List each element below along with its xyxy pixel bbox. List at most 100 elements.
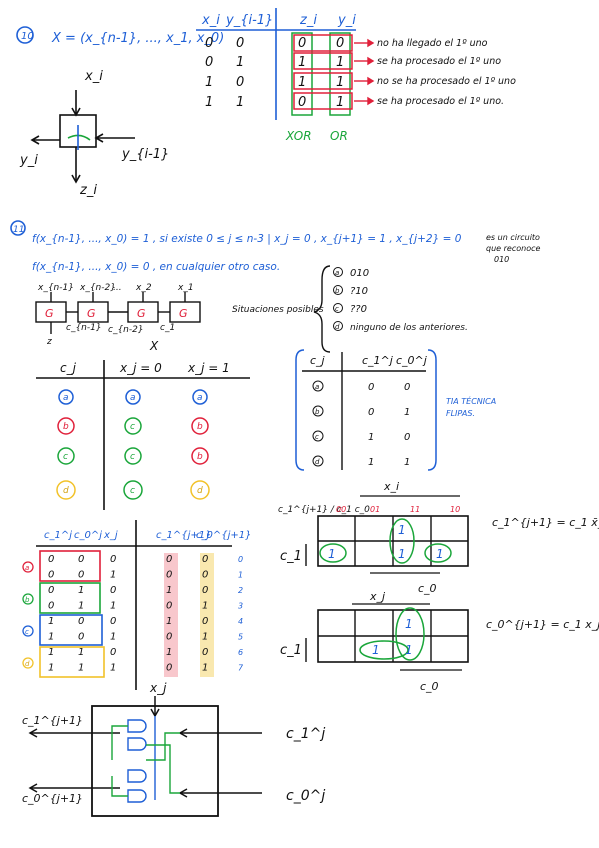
row-note: no ha llegado el 1º uno [377,38,488,49]
truth-cell: 0 [202,616,208,627]
cell: 1 [236,95,244,110]
truth-cell: 1 [78,585,84,596]
truth-cell: 0 [202,570,208,581]
cell-g: G [45,307,54,320]
chain-x-label: x_2 [135,283,152,293]
truth-cell: 0 [166,601,172,612]
kmap-c0: x_j 1 1 1 c_1 c_0 c_0^{j+1} = c_1 x_j + … [280,590,599,693]
tt-cell: a [130,393,136,403]
kmap-cell: 1 [398,523,406,537]
tt-cell: c [130,422,135,432]
tt-header: x_j = 0 [119,361,162,375]
state-code-table: c_j c_1^j c_0^j a 0 0 b 0 1 c 1 0 d 1 1 … [295,349,496,471]
kmap-top-var: x_i [383,480,399,493]
ct-cell: 1 [404,407,410,418]
kmap-cell: 1 [405,617,413,631]
tr-header: x_j [103,530,118,541]
circuit-output-c0: c_0^{j+1} [22,792,83,805]
truth-row-index: 4 [238,617,243,626]
xor-label: XOR [285,129,312,143]
kmap-row-var: c_1 [280,643,302,658]
kmap-equation: c_1^{j+1} = c_1 x̄_i + c_0 x̄_i [492,516,599,529]
th-yi-1: y_{i-1} [225,13,273,28]
kmap-bottom-var: c_0 [418,582,437,595]
truth-cell: 0 [166,632,172,643]
truth-row-index: 2 [238,586,243,595]
tr-header: c_1^{j+1} [156,530,211,541]
cell: 0 [205,36,213,51]
truth-row-index: 1 [238,571,243,580]
ct-cell: c [315,433,319,441]
transition-table: X c_j x_j = 0 x_j = 1 a a a b c b c c b … [36,339,250,510]
truth-cell: 0 [48,570,54,581]
circuit-input-c0: c_0^j [286,788,325,804]
ct-cell: 0 [368,407,374,418]
truth-cell: 0 [110,647,116,658]
cell-chain-diagram: G G G G x_{n-1} x_{n-2} ... x_2 x_1 z c_… [35,283,201,347]
truth-cell: 0 [78,554,84,565]
ct-header: c_1^j [362,354,394,367]
situation-id: c [335,305,339,313]
row-note: no se ha procesado el 1º uno [377,76,516,87]
truth-cell: 1 [110,570,116,581]
ct-cell: 1 [404,457,410,468]
truth-cell: 1 [48,647,54,658]
exercise-number-11: 11 [13,225,24,235]
truth-cell: 0 [78,570,84,581]
truth-cell: 0 [166,663,172,674]
kmap-cell: 1 [405,643,413,657]
tt-cell: a [197,393,203,403]
tt-cell: a [63,393,69,403]
truth-cell: 1 [202,663,208,674]
cell: 0 [236,36,244,51]
tr-header: c_0^j [74,530,102,541]
truth-cell: 0 [202,647,208,658]
situation-id: a [335,269,339,277]
cell: 1 [298,55,306,70]
situations-list: Situaciones posibles a 010 b ?10 c ??0 d… [232,265,468,353]
exercise-number-10: 10 [21,31,34,42]
truth-cell: 1 [48,663,54,674]
truth-cell: 0 [202,554,208,565]
kmap-c1: c_1^{j+1} / c_1 c_0 x_i 00 01 11 10 1 1 … [278,480,599,595]
situation-id: b [335,287,340,295]
sequential-cell-circuit: x_j c_1^{j+1} c_0^{j+1} c_1^j c_0^j [22,681,325,817]
chain-x-label: x_{n-2} [79,283,116,293]
situation-text: ninguno de los anteriores. [350,323,468,333]
truth-cell: 0 [202,585,208,596]
situation-id: d [335,323,340,331]
side-comment: FLIPAS. [446,409,475,418]
truth-row-index: 5 [238,633,243,642]
cell: 0 [298,36,306,51]
chain-c-label: c_1 [160,323,175,333]
ex11-header: 11 f(x_{n-1}, ..., x_0) = 1 , si existe … [10,220,540,273]
ct-cell: 1 [368,457,374,468]
kmap-cell: 1 [328,547,336,561]
ct-cell: 1 [368,432,374,443]
truth-cell: 1 [110,663,116,674]
cell: 1 [205,95,213,110]
side-comment: TIA TÉCNICA [446,395,496,406]
truth-row-index: 0 [238,555,243,564]
th-xi: x_i [201,13,220,28]
circuit-input-c1: c_1^j [286,726,325,742]
truth-cell: 0 [48,585,54,596]
ct-cell: b [315,408,320,416]
kmap-top-var: x_j [369,590,386,603]
truth-cell: 1 [110,601,116,612]
group-id: c [25,628,29,636]
kmap-cell: 1 [436,547,444,561]
circuit-input-x: x_j [149,681,167,695]
cell: 1 [236,55,244,70]
next-state-truth-table: c_1^j c_0^j x_j c_1^{j+1} c_0^{j+1} a b … [22,520,251,690]
tt-cell: d [197,486,203,496]
row-note: se ha procesado el 1º uno [377,56,501,67]
ct-cell: 0 [368,382,374,393]
row-note: se ha procesado el 1º uno. [377,96,504,107]
truth-row-index: 6 [238,648,243,657]
kmap-col: 01 [370,505,380,514]
truth-row-index: 3 [238,602,243,611]
truth-cell: 0 [110,554,116,565]
cell: 0 [236,75,244,90]
